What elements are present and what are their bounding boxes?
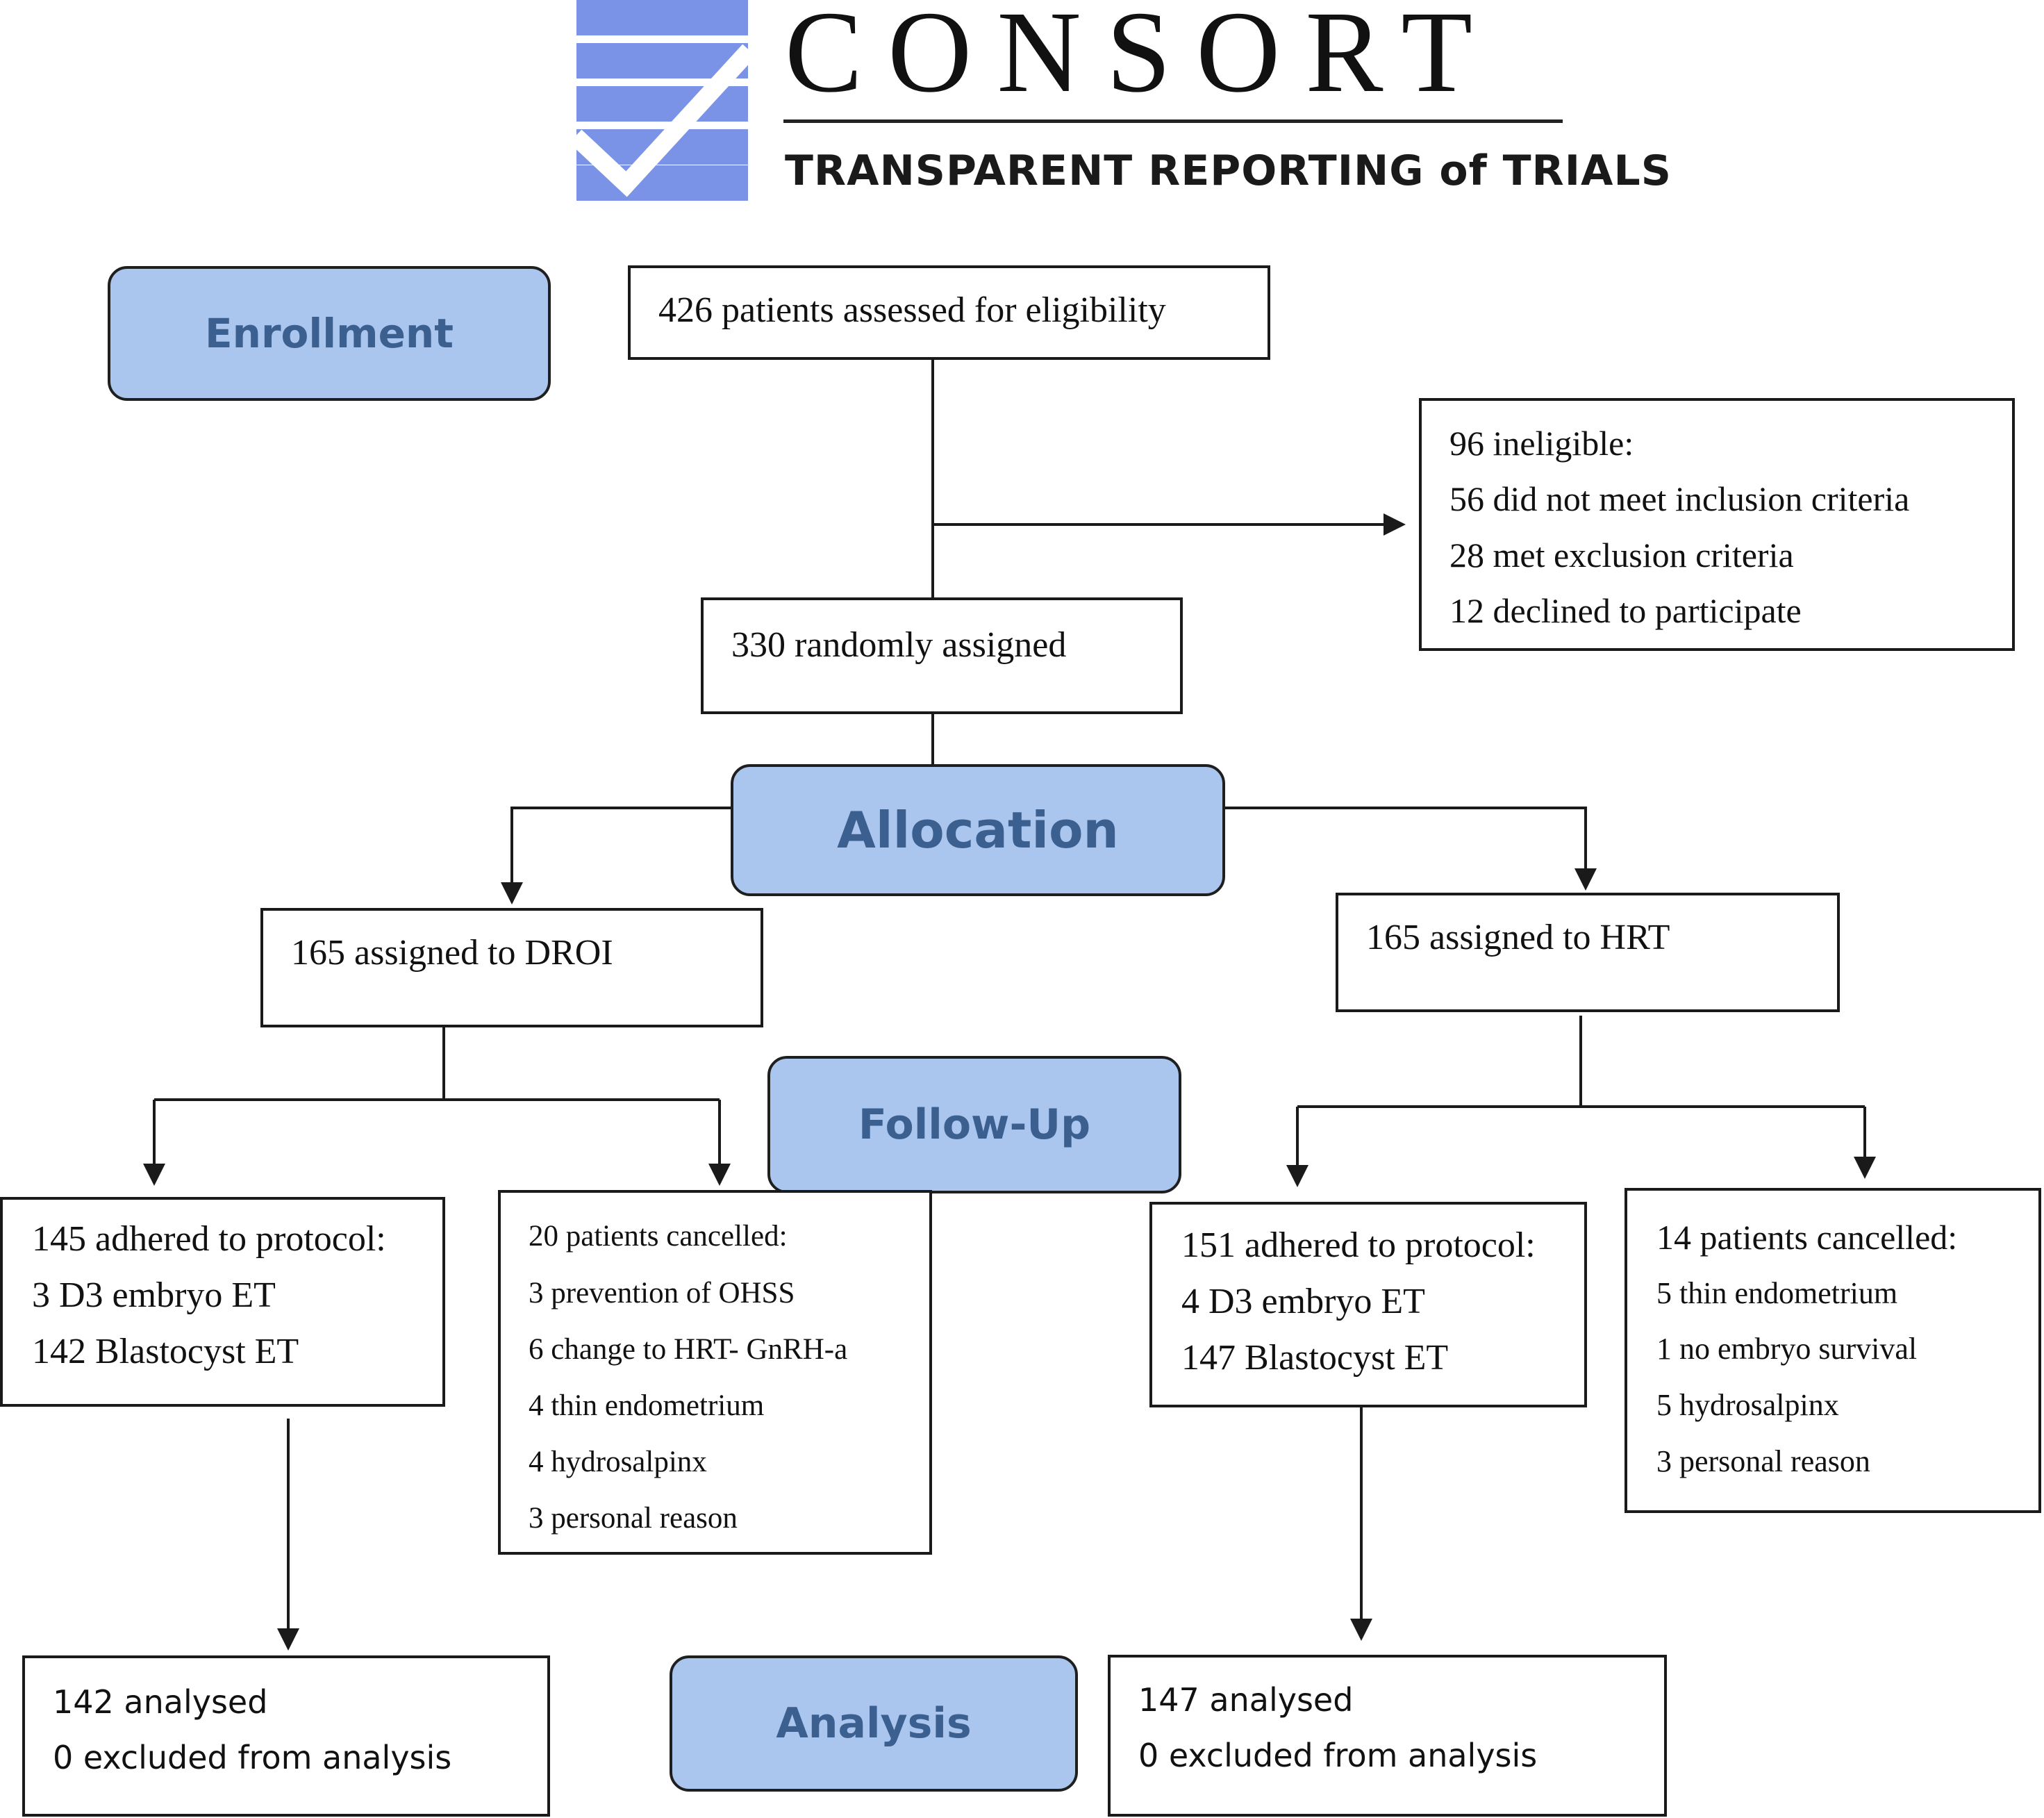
droi-cancelled-line: 3 personal reason [529,1502,738,1535]
box-hrt-analysed: 147 analysed 0 excluded from analysis [1108,1655,1667,1817]
droi-cancelled-line: 3 prevention of OHSS [529,1277,795,1309]
hrt-cancelled-header: 14 patients cancelled: [1656,1218,1958,1257]
stage-analysis: Analysis [670,1655,1078,1792]
hrt-cancelled-line: 5 hydrosalpinx [1656,1388,1839,1422]
box-assigned-hrt: 165 assigned to HRT [1336,893,1840,1012]
box-droi-analysed: 142 analysed 0 excluded from analysis [22,1655,550,1817]
droi-cancelled-header: 20 patients cancelled: [529,1220,788,1253]
logo-divider [783,119,1563,123]
stage-allocation: Allocation [731,764,1225,896]
droi-analysed-text: 142 analysed [53,1683,268,1721]
arrow-to-hrt [1222,807,1597,891]
assigned-droi-text: 165 assigned to DROI [291,933,613,973]
droi-adhered-header: 145 adhered to protocol: [32,1219,386,1259]
box-hrt-cancelled: 14 patients cancelled: 5 thin endometriu… [1625,1188,2041,1513]
droi-adhered-line: 3 D3 embryo ET [32,1275,276,1315]
ineligible-line: 28 met exclusion criteria [1449,536,1794,575]
box-hrt-adhered: 151 adhered to protocol: 4 D3 embryo ET … [1149,1202,1587,1407]
hrt-analysed-text: 147 analysed [1138,1681,1354,1719]
hrt-excluded-text: 0 excluded from analysis [1138,1737,1538,1774]
stage-enrollment: Enrollment [108,266,551,401]
droi-cancelled-line: 6 change to HRT- GnRH-a [529,1333,848,1366]
hrt-cancelled-line: 1 no embryo survival [1656,1332,1918,1366]
consort-logo-mark-icon [576,0,748,201]
stage-follow-up: Follow-Up [767,1056,1181,1193]
box-droi-cancelled: 20 patients cancelled: 3 prevention of O… [498,1190,932,1555]
droi-excluded-text: 0 excluded from analysis [53,1739,452,1776]
hrt-cancelled-line: 3 personal reason [1656,1444,1870,1478]
box-assessed: 426 patients assessed for eligibility [628,265,1270,360]
consort-wordmark: CONSORT [785,0,1498,117]
assigned-hrt-text: 165 assigned to HRT [1366,918,1670,957]
box-randomized: 330 randomly assigned [701,597,1183,714]
droi-adhered-line: 142 Blastocyst ET [32,1332,299,1371]
arrow-to-droi [501,807,733,904]
ineligible-line: 12 declined to participate [1449,591,1802,630]
randomized-text: 330 randomly assigned [731,625,1067,665]
assessed-text: 426 patients assessed for eligibility [658,290,1166,330]
hrt-adhered-header: 151 adhered to protocol: [1181,1225,1536,1265]
ineligible-line: 56 did not meet inclusion criteria [1449,479,1910,518]
consort-tagline: TRANSPARENT REPORTING of TRIALS [785,147,1672,195]
box-assigned-droi: 165 assigned to DROI [260,908,763,1027]
ineligible-header: 96 ineligible: [1449,424,1634,463]
box-ineligible: 96 ineligible: 56 did not meet inclusion… [1419,398,2015,651]
hrt-adhered-line: 147 Blastocyst ET [1181,1338,1449,1378]
hrt-cancelled-line: 5 thin endometrium [1656,1276,1898,1310]
box-droi-adhered: 145 adhered to protocol: 3 D3 embryo ET … [0,1197,445,1407]
droi-cancelled-line: 4 thin endometrium [529,1389,765,1422]
droi-cancelled-line: 4 hydrosalpinx [529,1446,707,1478]
hrt-adhered-line: 4 D3 embryo ET [1181,1282,1425,1321]
